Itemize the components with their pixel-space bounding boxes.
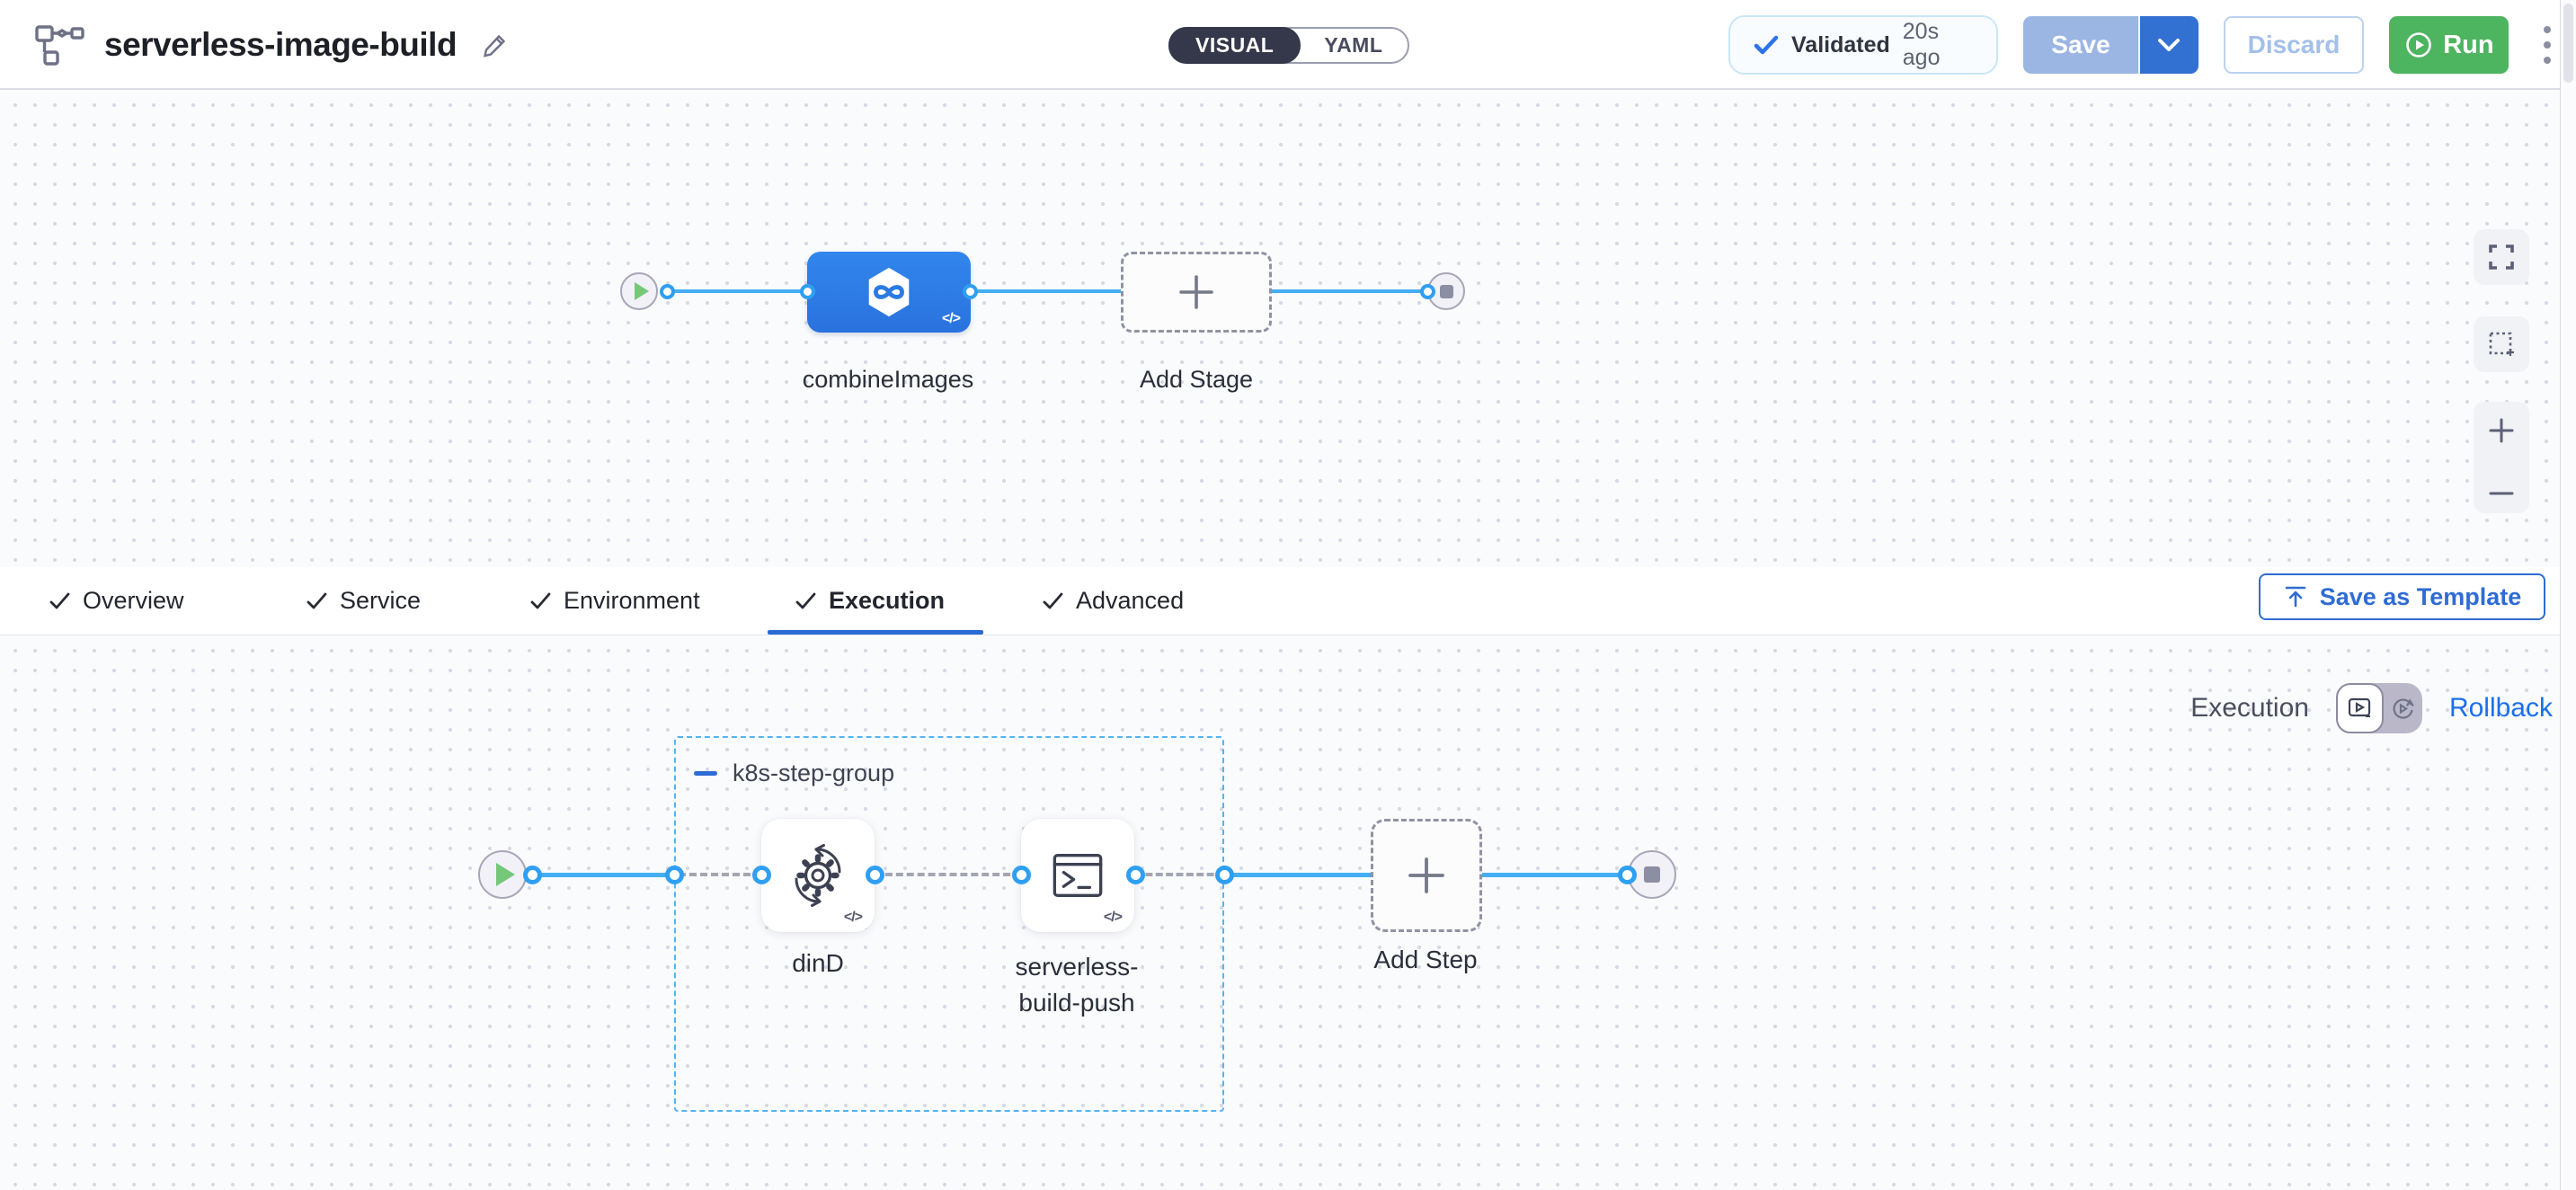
fullscreen-icon	[2489, 244, 2514, 270]
tab-environment[interactable]: Environment	[530, 567, 700, 635]
execution-rollback-toggle	[2335, 683, 2422, 733]
tab-advanced[interactable]: Advanced	[1043, 567, 1184, 635]
code-badge-icon: </>	[941, 311, 961, 326]
check-icon	[1043, 592, 1063, 608]
validation-label: Validated	[1791, 31, 1890, 58]
marquee-select-icon	[2489, 332, 2514, 356]
dind-gear-sync-icon	[795, 844, 841, 907]
stage-config-tabbar: Overview Service Environment Execution A…	[0, 567, 2560, 635]
add-step-button[interactable]	[1371, 819, 1482, 932]
edge-port[interactable]	[866, 866, 884, 884]
step-edge	[530, 873, 679, 877]
edge-port[interactable]	[523, 866, 542, 884]
scrollbar-thumb[interactable]	[2563, 4, 2573, 83]
pipeline-title-block: serverless-image-build	[34, 0, 509, 90]
rollback-link[interactable]: Rollback	[2448, 693, 2553, 723]
save-as-template-button[interactable]: Save as Template	[2259, 573, 2545, 620]
step-name-label[interactable]: serverless-build-push	[1015, 953, 1139, 1017]
tab-overview[interactable]: Overview	[49, 567, 184, 635]
edge-port[interactable]	[1618, 866, 1637, 884]
run-label: Run	[2443, 30, 2494, 59]
plus-icon	[1179, 275, 1213, 309]
zoom-controls	[2474, 402, 2529, 513]
step-group-name[interactable]: k8s-step-group	[733, 759, 895, 786]
stage-canvas[interactable]: </> combineImages Add Stage	[0, 90, 2560, 567]
step-node-serverless-build-push[interactable]: </>	[1021, 819, 1134, 932]
save-options-button[interactable]	[2140, 16, 2198, 74]
stage-name-label[interactable]: combineImages	[802, 366, 974, 393]
fullscreen-button[interactable]	[2474, 229, 2529, 285]
execution-start-node[interactable]	[478, 850, 527, 899]
tab-service[interactable]: Service	[306, 567, 421, 635]
stage-edge	[665, 289, 1429, 293]
pipeline-icon	[35, 25, 84, 66]
start-play-icon	[495, 863, 515, 886]
discard-button[interactable]: Discard	[2223, 16, 2365, 74]
end-stop-icon	[1644, 866, 1660, 883]
run-button[interactable]: Run	[2389, 16, 2509, 74]
ci-hexagon-icon	[868, 267, 910, 317]
edge-port[interactable]	[1420, 284, 1435, 299]
save-split-button: Save	[2022, 16, 2198, 74]
edge-port[interactable]	[665, 866, 684, 884]
tab-execution[interactable]: Execution	[767, 567, 984, 635]
run-play-icon	[2406, 32, 2431, 58]
execution-mode-label: Execution	[2190, 693, 2309, 723]
more-options-icon[interactable]	[2534, 16, 2560, 74]
plus-icon	[1408, 857, 1444, 893]
edge-port[interactable]	[752, 866, 771, 884]
start-play-icon	[634, 282, 649, 300]
validation-time: 20s ago	[1902, 19, 1941, 70]
check-icon	[306, 592, 327, 608]
zoom-out-icon[interactable]	[2487, 488, 2516, 499]
edit-title-icon[interactable]	[482, 31, 509, 58]
check-icon	[49, 592, 70, 608]
template-upload-icon	[2285, 586, 2305, 608]
pipeline-header: serverless-image-build VISUAL YAML Valid…	[0, 0, 2560, 90]
code-badge-icon: </>	[843, 910, 863, 925]
execution-play-icon	[2348, 697, 2371, 717]
edge-port[interactable]	[660, 284, 675, 299]
execution-canvas[interactable]: Execution Rollback k8s-step-gro	[0, 635, 2560, 1190]
execution-mode-button[interactable]	[2335, 683, 2384, 733]
rollback-mode-button[interactable]	[2384, 683, 2422, 733]
edge-port[interactable]	[1215, 866, 1234, 884]
check-icon	[795, 592, 816, 608]
scrollbar-track[interactable]	[2560, 0, 2576, 1190]
step-group-container[interactable]: k8s-step-group	[674, 736, 1224, 1112]
chevron-down-icon	[2158, 39, 2181, 51]
rollback-circular-icon	[2393, 697, 2414, 719]
add-stage-button[interactable]	[1121, 252, 1272, 333]
toggle-yaml[interactable]: YAML	[1324, 33, 1383, 57]
page-title: serverless-image-build	[104, 26, 457, 63]
validation-badge[interactable]: Validated 20s ago	[1728, 15, 1998, 75]
edge-port[interactable]	[800, 284, 815, 299]
check-icon	[530, 592, 551, 608]
stage-node-combineimages[interactable]: </>	[807, 252, 971, 333]
multi-select-button[interactable]	[2474, 316, 2529, 372]
save-button[interactable]: Save	[2022, 16, 2141, 74]
terminal-icon	[1053, 854, 1103, 897]
edge-port[interactable]	[1012, 866, 1031, 884]
zoom-in-icon[interactable]	[2487, 416, 2516, 445]
step-edge-dashed	[875, 873, 1021, 876]
add-step-label[interactable]: Add Step	[1373, 946, 1478, 973]
code-badge-icon: </>	[1103, 910, 1123, 925]
pipeline-start-node[interactable]	[620, 272, 658, 310]
visual-yaml-toggle: VISUAL YAML	[1168, 27, 1410, 64]
step-name-label[interactable]: dinD	[792, 949, 844, 977]
edge-port[interactable]	[1126, 866, 1145, 884]
add-stage-label[interactable]: Add Stage	[1139, 366, 1254, 393]
step-edge-dashed	[1135, 873, 1224, 876]
step-edge-dashed	[679, 873, 761, 876]
toggle-visual[interactable]: VISUAL	[1168, 27, 1301, 64]
check-icon	[1754, 34, 1779, 56]
edge-port[interactable]	[963, 284, 978, 299]
collapse-group-icon[interactable]	[694, 771, 717, 776]
step-node-dind[interactable]: </>	[761, 819, 875, 932]
end-stop-icon	[1439, 284, 1453, 298]
